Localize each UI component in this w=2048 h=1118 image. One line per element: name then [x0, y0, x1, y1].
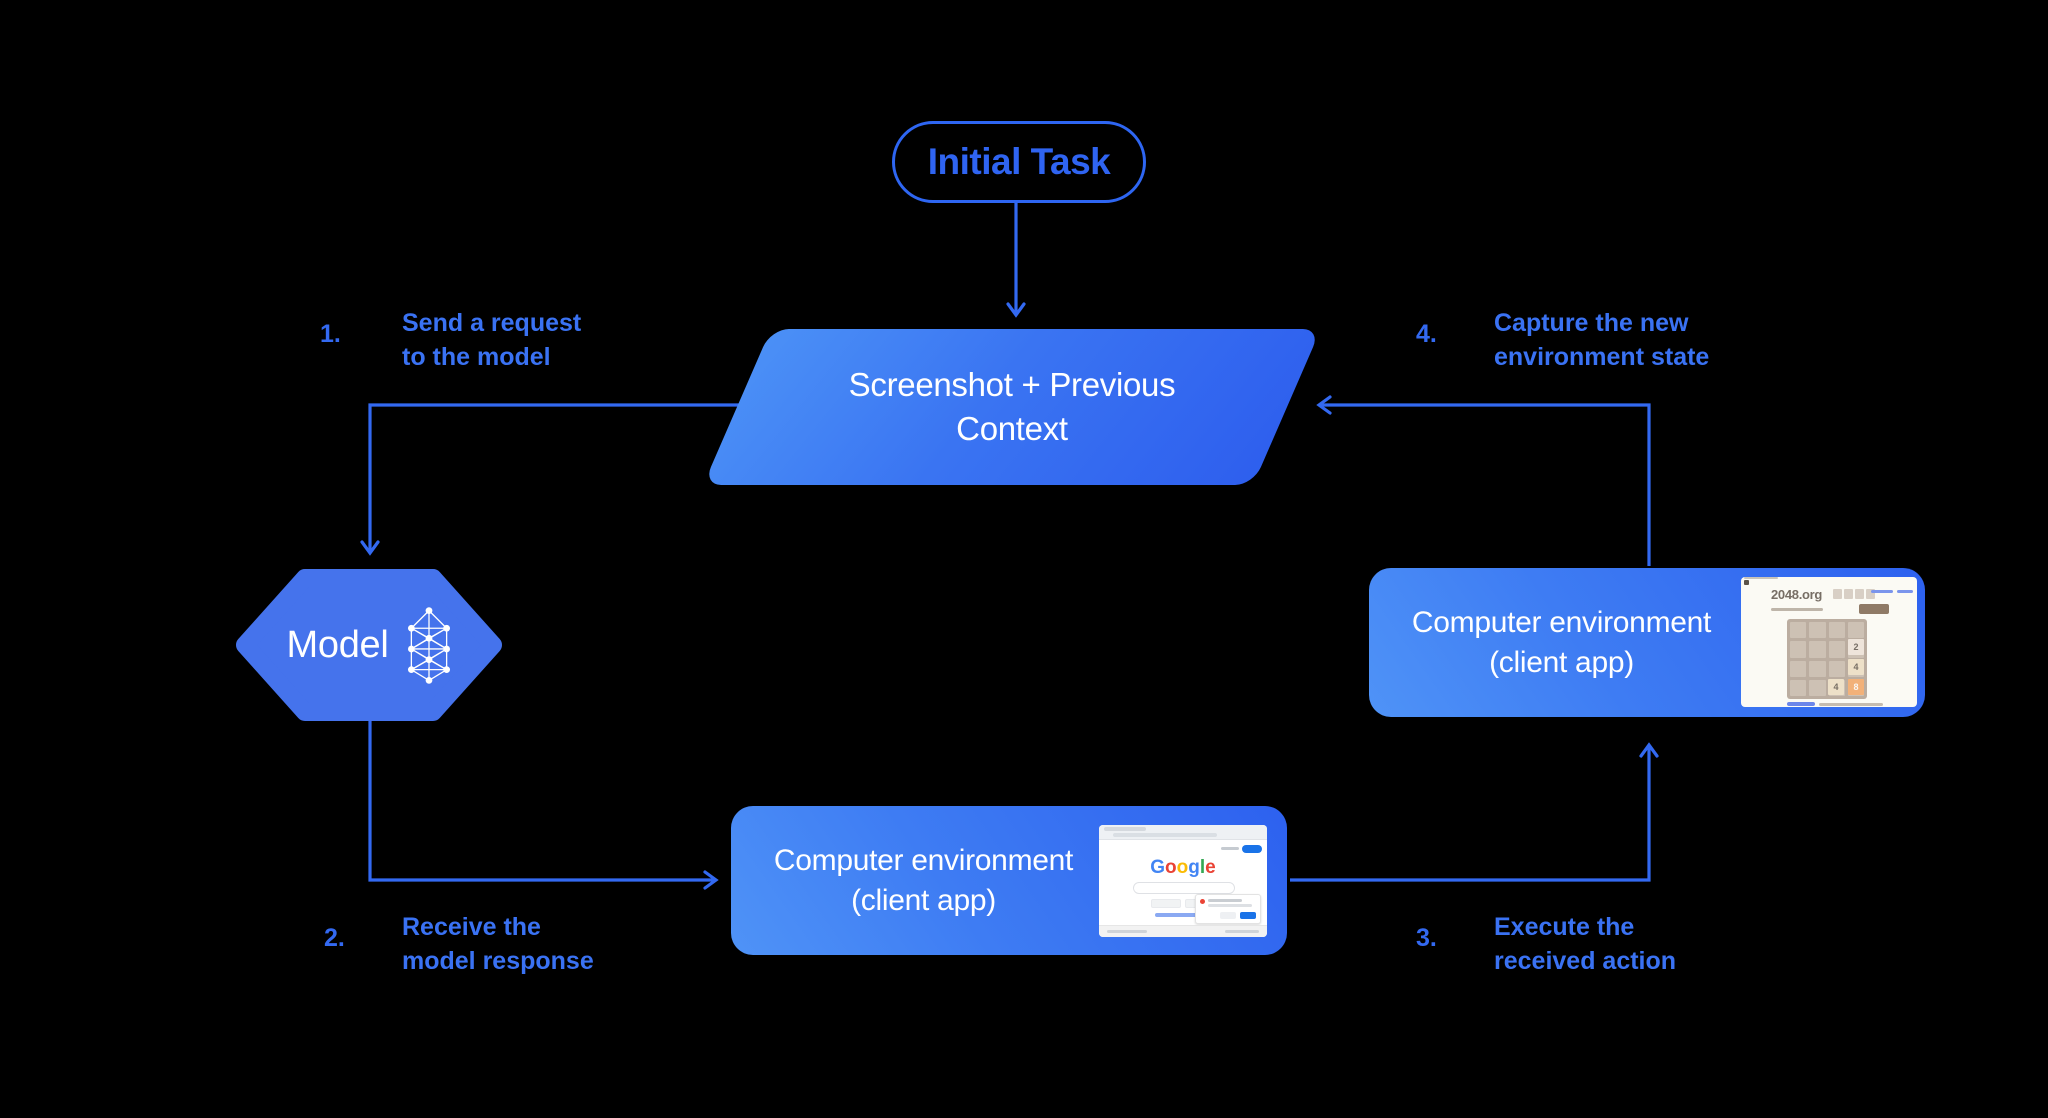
- game-tile: 4: [1848, 659, 1864, 675]
- env-bottom-line2: (client app): [851, 883, 996, 917]
- arrow-env-to-env: [1290, 742, 1659, 882]
- score-box: [1844, 589, 1853, 599]
- subtitle-text: [1771, 608, 1823, 611]
- step-1-line1: Send a request: [402, 309, 582, 337]
- step-3-number: 3.: [1416, 924, 1437, 952]
- step-2-number: 2.: [324, 924, 345, 952]
- dialog-secondary-button: [1220, 912, 1236, 919]
- grid-cell: [1809, 660, 1826, 677]
- grid-cell: [1828, 622, 1845, 639]
- grid-cell: [1828, 660, 1845, 677]
- dialog-text: [1208, 904, 1252, 907]
- node-screenshot-context: Screenshot + Previous Context: [703, 329, 1321, 485]
- score-box: [1855, 589, 1864, 599]
- step-4-line1: Capture the new: [1494, 309, 1689, 337]
- google-logo-letter: o: [1165, 857, 1177, 878]
- grid-cell: [1790, 660, 1807, 677]
- dialog-text: [1208, 899, 1242, 902]
- header-link: [1897, 590, 1913, 593]
- consent-dialog: [1195, 894, 1261, 924]
- step-2-line2: model response: [402, 947, 594, 975]
- grid-cell: [1809, 622, 1826, 639]
- account-text: [1221, 847, 1239, 850]
- favicon: [1744, 580, 1749, 585]
- google-logo: Google: [1099, 857, 1267, 879]
- computer-env-right-label: Computer environment (client app): [1369, 568, 1754, 717]
- computer-env-bottom-label: Computer environment (client app): [731, 806, 1116, 955]
- page-footer: [1099, 925, 1267, 937]
- screenshot-context-line2: Context: [956, 410, 1068, 447]
- google-logo-letter: o: [1176, 857, 1189, 878]
- node-computer-env-right: Computer environment (client app) 2048.o…: [1369, 568, 1925, 717]
- arrow-context-to-model: [360, 403, 741, 556]
- browser-toolbar: [1099, 825, 1267, 840]
- dialog-icon: [1200, 899, 1205, 904]
- step-1-number: 1.: [320, 320, 341, 348]
- google-search-thumbnail: Google: [1099, 825, 1267, 937]
- game-tile: 4: [1828, 679, 1844, 695]
- google-logo-letter: g: [1188, 857, 1200, 878]
- step-4-number: 4.: [1416, 320, 1437, 348]
- address-bar: [1113, 833, 1217, 837]
- sign-in-button: [1242, 845, 1262, 853]
- step-2-label: Receive the model response: [402, 910, 594, 978]
- node-model: Model: [233, 566, 505, 724]
- initial-task-label: Initial Task: [927, 141, 1111, 182]
- grid-cell: [1828, 641, 1845, 658]
- screenshot-context-line1: Screenshot + Previous: [848, 366, 1176, 403]
- step-3-label: Execute the received action: [1494, 910, 1676, 978]
- grid-cell: [1809, 679, 1826, 696]
- env-bottom-line1: Computer environment: [773, 843, 1074, 877]
- score-box: [1866, 589, 1875, 599]
- node-initial-task: Initial Task: [892, 121, 1146, 203]
- grid-cell: [1790, 679, 1807, 696]
- site-title: 2048.org: [1771, 587, 1823, 602]
- tab-text: [1744, 577, 1778, 579]
- search-box: [1133, 882, 1235, 894]
- arrow-model-to-env: [368, 721, 719, 890]
- grid-cell: [1847, 622, 1864, 639]
- score-boxes: [1833, 589, 1875, 599]
- browser-tab: [1104, 827, 1146, 831]
- footer-links-right: [1225, 930, 1259, 933]
- footer-links-left: [1107, 930, 1147, 933]
- header-link: [1871, 590, 1893, 593]
- step-3-line1: Execute the: [1494, 913, 1635, 941]
- step-1-label: Send a request to the model: [402, 306, 581, 374]
- google-search-button: [1151, 899, 1181, 908]
- env-right-line1: Computer environment: [1411, 605, 1712, 639]
- neural-network-icon: [407, 606, 450, 684]
- grid-cell: [1790, 622, 1807, 639]
- game-tile: 2: [1848, 639, 1864, 655]
- google-logo-letter: l: [1199, 857, 1206, 878]
- score-box: [1833, 589, 1842, 599]
- footer-link: [1787, 702, 1815, 706]
- step-2-line1: Receive the: [402, 913, 541, 941]
- footer-text: [1819, 703, 1883, 706]
- model-label: Model: [286, 623, 389, 666]
- language-links: [1155, 913, 1211, 917]
- node-computer-env-bottom: Computer environment (client app) Google: [731, 806, 1287, 955]
- env-right-line2: (client app): [1489, 645, 1634, 679]
- step-4-label: Capture the new environment state: [1494, 306, 1709, 374]
- step-3-line2: received action: [1494, 947, 1677, 975]
- grid-cell: [1809, 641, 1826, 658]
- google-logo-letter: e: [1205, 857, 1216, 878]
- google-logo-letter: G: [1150, 857, 1166, 878]
- new-game-button: [1859, 604, 1889, 614]
- grid-cell: [1790, 641, 1807, 658]
- dialog-primary-button: [1240, 912, 1256, 919]
- game-tile: 8: [1848, 679, 1864, 695]
- arrow-env-to-context: [1316, 395, 1651, 566]
- game-2048-thumbnail: 2048.org 2 4 4 8: [1741, 577, 1917, 707]
- step-4-line2: environment state: [1494, 343, 1710, 371]
- step-1-line2: to the model: [402, 343, 551, 371]
- screenshot-context-label: Screenshot + Previous Context: [737, 329, 1287, 485]
